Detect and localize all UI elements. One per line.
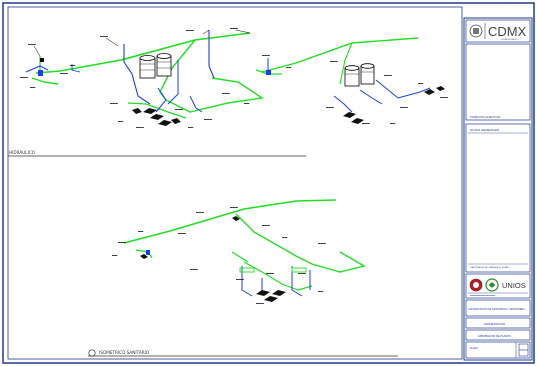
svg-text:▬▬▬: ▬▬▬ [136,126,144,129]
svg-text:▬▬: ▬▬ [138,230,144,233]
svg-text:▬▬▬: ▬▬▬ [326,106,334,109]
svg-text:▬▬▬: ▬▬▬ [28,43,36,46]
svg-text:▬▬▬: ▬▬▬ [175,108,183,111]
svg-text:▬▬▬: ▬▬▬ [60,72,68,75]
cdmx-logo: CDMX [488,24,527,39]
isometric-sanitario: ▬▬▬ ▬▬▬ ▬▬▬ ▬▬ ▬▬ ▬▬▬ ▬▬▬ ▬▬ ▬▬▬ ▬▬▬ ▬▬▬… [112,199,366,305]
title-block: CDMX CIUDAD DE MÉXICO TRABAJOS A EJECUTA… [463,17,533,361]
svg-text:▬▬: ▬▬ [112,254,118,257]
svg-text:▬▬▬▬▬▬▬▬▬▬▬▬▬▬▬: ▬▬▬▬▬▬▬▬▬▬▬▬▬▬▬ [470,295,496,297]
svg-text:▬▬▬: ▬▬▬ [440,96,448,99]
isometric-hidraulico-right: ▬▬▬ ▬▬ ▬▬▬ ▬▬▬ ▬▬▬ ▬▬ ▬▬▬ ▬▬▬ ▬▬▬ ▬▬ [255,37,448,125]
svg-text:▬▬▬: ▬▬▬ [400,106,408,109]
approvals-box [465,329,531,341]
notes-section [465,123,531,273]
svg-text:▬▬▬: ▬▬▬ [196,211,204,214]
svg-text:▬▬: ▬▬ [286,66,292,69]
project-title: CONSTRUCCION DE SANITARIOS Y VESTIDORES [468,308,525,311]
works-section [465,43,531,121]
unios-logo: UNIOS [502,281,526,290]
svg-text:▬▬▬: ▬▬▬ [384,74,392,77]
svg-text:▬▬▬: ▬▬▬ [262,224,270,227]
svg-text:▬▬▬: ▬▬▬ [118,241,126,244]
svg-text:▬▬▬: ▬▬▬ [222,92,230,95]
project-title-box [465,299,531,317]
section-marker [88,349,96,357]
svg-text:▬▬: ▬▬ [30,86,36,89]
svg-text:▬▬: ▬▬ [282,236,288,239]
svg-text:▬▬▬: ▬▬▬ [230,206,238,209]
svg-text:▬▬▬: ▬▬▬ [330,60,338,63]
notes-footer: CANTIDADES DE OBRA EN EL PLANO [470,266,510,269]
svg-text:▬▬: ▬▬ [118,120,124,123]
notes-header: NOTAS GENERALES [470,128,499,132]
svg-text:▬▬▬: ▬▬▬ [110,102,118,105]
svg-text:▬▬▬: ▬▬▬ [318,242,326,245]
svg-text:▬▬▬: ▬▬▬ [190,268,198,271]
svg-text:▬▬: ▬▬ [244,102,250,105]
svg-text:▬▬▬: ▬▬▬ [262,54,270,57]
svg-text:▬▬: ▬▬ [390,122,396,125]
drawing-area-border [7,6,463,360]
svg-text:▬▬: ▬▬ [418,82,424,85]
approvals-label: APROBACION DE PLANOS [478,334,511,338]
svg-text:▬▬▬: ▬▬▬ [178,232,186,235]
svg-text:▬▬▬: ▬▬▬ [204,118,212,121]
svg-text:▬▬▬: ▬▬▬ [266,272,274,275]
svg-text:▬▬▬: ▬▬▬ [362,122,370,125]
plan-name: ISOMETRICOS [484,322,505,326]
svg-text:▬▬▬: ▬▬▬ [100,35,108,38]
svg-text:▬▬▬: ▬▬▬ [298,272,306,275]
hidraulico-title: HIDRAULICO [9,150,36,155]
svg-text:▬▬▬: ▬▬▬ [236,278,244,281]
plan-name-box [465,317,531,329]
svg-text:▬▬▬: ▬▬▬ [20,76,28,79]
logo-panel [465,19,531,43]
svg-text:▬▬: ▬▬ [188,126,194,129]
svg-text:▬▬▬: ▬▬▬ [256,302,264,305]
svg-text:▬▬: ▬▬ [318,290,324,293]
cdmx-logo-subtext: CIUDAD DE MÉXICO [501,38,519,41]
sheet-label: PLANO [470,347,478,350]
isometric-hidraulico-left: ▬▬▬ ▬▬▬ ▬▬▬ ▬▬ ▬▬▬ ▬▬ ▬▬▬ ▬▬▬ ▬▬▬ ▬▬ ▬▬▬… [20,27,264,129]
sanitario-title: ISOMETRICO SANITARIO [99,350,150,355]
works-section-header: TRABAJOS A EJECUTAR [470,115,500,119]
sheet-number-box [465,341,531,359]
svg-text:▬▬: ▬▬ [70,64,76,67]
svg-text:▬▬▬: ▬▬▬ [186,29,194,32]
svg-text:▬▬▬: ▬▬▬ [230,27,238,30]
